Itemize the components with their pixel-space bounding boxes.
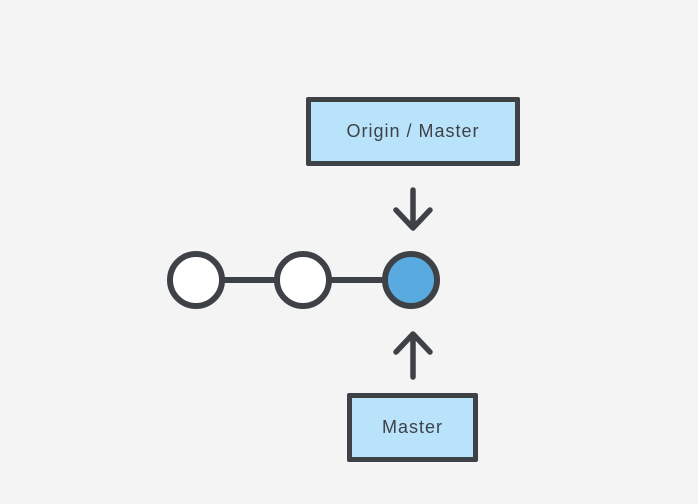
commit-node-3-active <box>382 251 440 309</box>
origin-master-label: Origin / Master <box>346 121 480 141</box>
arrow-up-icon <box>393 331 433 380</box>
arrow-down-icon <box>393 187 433 231</box>
origin-master-box: Origin / Master <box>306 97 520 166</box>
master-box: Master <box>347 393 478 462</box>
master-label: Master <box>381 417 443 437</box>
commit-node-1 <box>167 251 225 309</box>
commit-node-2 <box>274 251 332 309</box>
